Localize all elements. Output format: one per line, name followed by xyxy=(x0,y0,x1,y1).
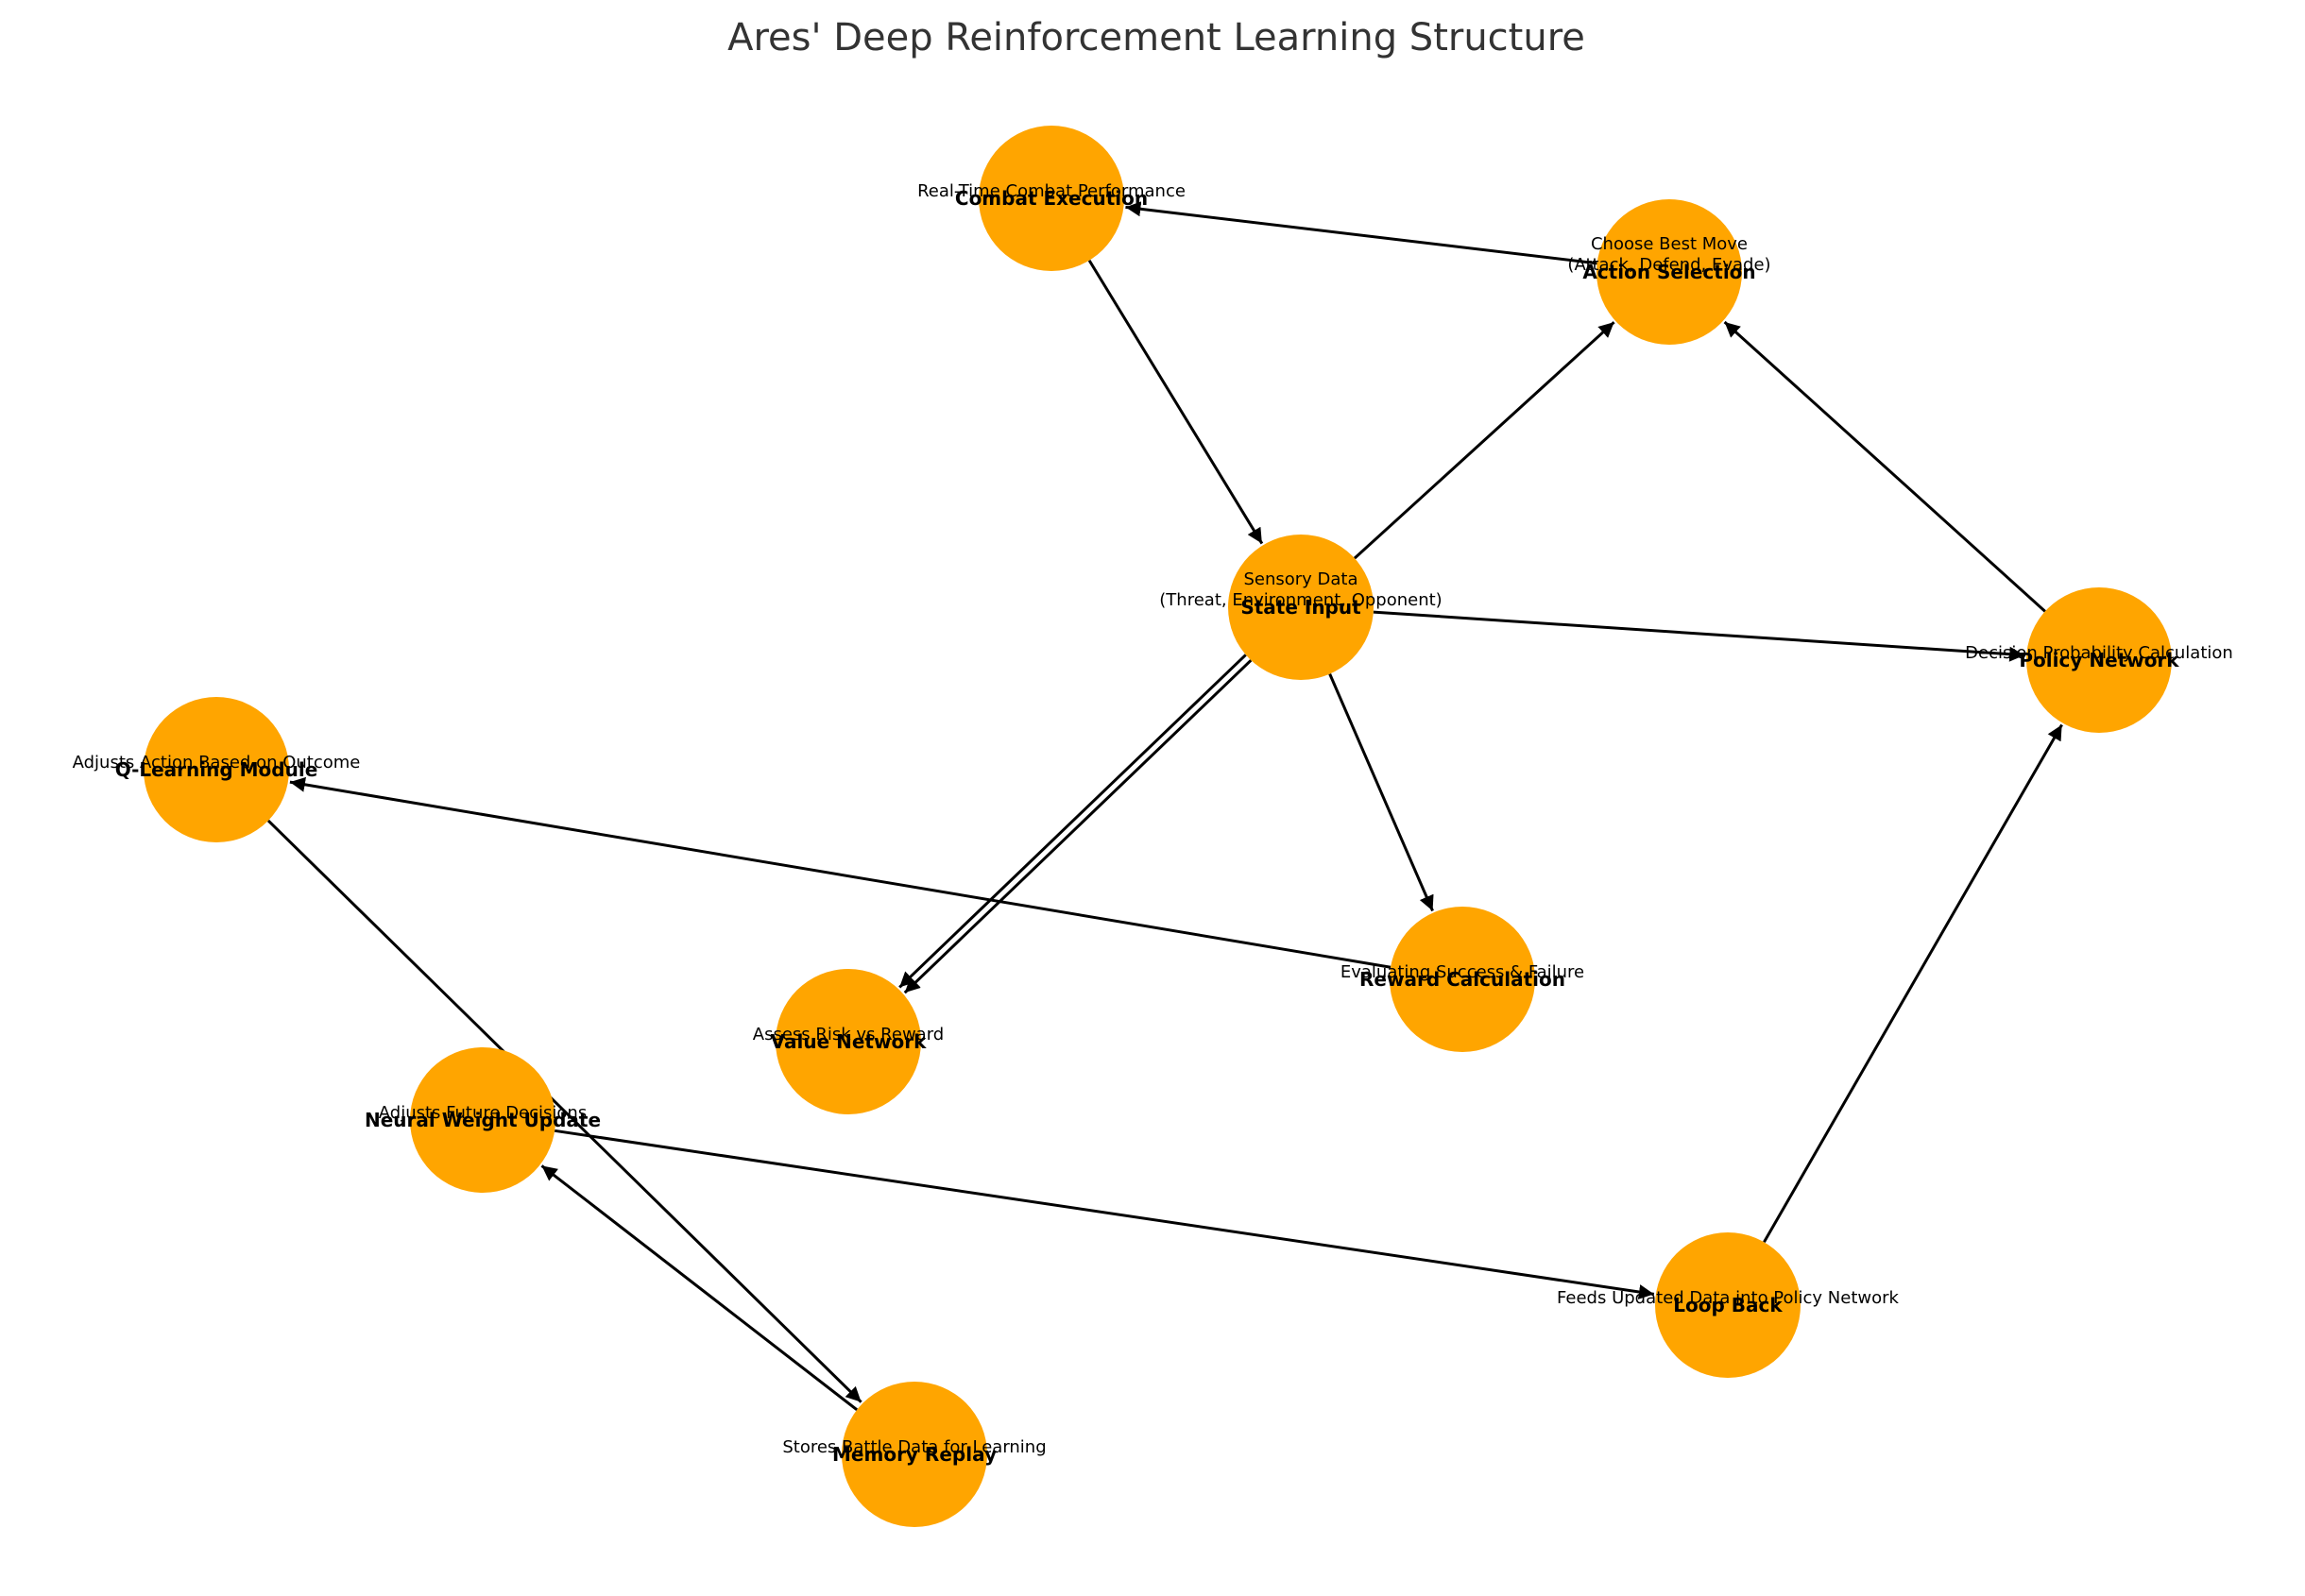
node-combat: Combat Execution xyxy=(955,126,1148,271)
node-description: Stores Battle Data for Learning xyxy=(782,1437,1046,1457)
node-label: State Input xyxy=(1240,596,1361,619)
node-memory: Memory Replay xyxy=(832,1382,997,1527)
edge-state-to-action xyxy=(1353,321,1615,560)
node-description: Feeds Updated Data into Policy Network xyxy=(1557,1288,1900,1308)
node-qlearn: Q-Learning Module xyxy=(115,697,318,842)
edge-loop-to-policy xyxy=(1763,723,2063,1244)
edge-state-to-reward xyxy=(1328,673,1434,912)
edge-action-to-combat xyxy=(1125,201,1597,265)
node-circle xyxy=(776,969,921,1114)
node-label: Combat Execution xyxy=(955,187,1148,210)
node-state: State Input xyxy=(1228,535,1374,680)
node-value: Value Network xyxy=(771,969,927,1114)
node-circle xyxy=(1596,199,1742,345)
node-circle xyxy=(144,697,289,842)
edge-policy-to-action xyxy=(1723,320,2046,613)
node-circle xyxy=(2026,587,2172,733)
node-loop: Loop Back xyxy=(1655,1232,1801,1378)
node-label: Reward Calculation xyxy=(1359,968,1565,991)
edge-neural-to-loop xyxy=(554,1129,1655,1299)
edge-memory-to-neural xyxy=(540,1164,859,1412)
node-description: (Attack, Defend, Evade) xyxy=(1567,255,1770,275)
node-label: Memory Replay xyxy=(832,1443,997,1466)
edge-state-to-policy xyxy=(1373,610,2025,662)
node-circle xyxy=(1655,1232,1801,1378)
node-circle xyxy=(1390,907,1535,1052)
node-description: Adjusts Future Decisions xyxy=(379,1103,587,1123)
node-label: Neural Weight Update xyxy=(365,1109,601,1131)
diagram-title: Ares' Deep Reinforcement Learning Struct… xyxy=(727,16,1585,59)
node-description: Adjusts Action Based on Outcome xyxy=(73,753,361,773)
node-neural: Neural Weight Update xyxy=(365,1047,601,1193)
node-description: Choose Best Move xyxy=(1591,234,1748,254)
node-label: Action Selection xyxy=(1582,261,1755,283)
node-reward: Reward Calculation xyxy=(1359,907,1565,1052)
node-description: Real-Time Combat Performance xyxy=(917,181,1186,201)
node-circle xyxy=(410,1047,555,1193)
node-label: Value Network xyxy=(771,1030,927,1053)
edge-qlearn-to-memory xyxy=(266,819,862,1403)
node-description: (Threat, Environment, Opponent) xyxy=(1159,590,1442,610)
edge-combat-to-state xyxy=(1087,259,1264,545)
node-description: Assess Risk vs Reward xyxy=(753,1025,944,1044)
edge-state-to-value xyxy=(898,654,1247,989)
edge-state-to-value xyxy=(903,659,1253,994)
node-description: Evaluating Success & Failure xyxy=(1340,962,1584,982)
edge-reward-to-qlearn xyxy=(289,776,1392,969)
node-circle xyxy=(842,1382,987,1527)
node-label: Policy Network xyxy=(2019,649,2179,671)
node-circle xyxy=(979,126,1124,271)
node-description: Sensory Data xyxy=(1243,569,1357,589)
node-label: Q-Learning Module xyxy=(115,758,318,781)
node-circle xyxy=(1228,535,1374,680)
node-descriptions-layer: Sensory Data(Threat, Environment, Oppone… xyxy=(73,181,2233,1457)
edges-layer xyxy=(266,201,2063,1412)
node-label: Loop Back xyxy=(1673,1294,1783,1316)
node-description: Decision Probability Calculation xyxy=(1965,643,2233,663)
node-policy: Policy Network xyxy=(2019,587,2179,733)
node-action: Action Selection xyxy=(1582,199,1756,345)
